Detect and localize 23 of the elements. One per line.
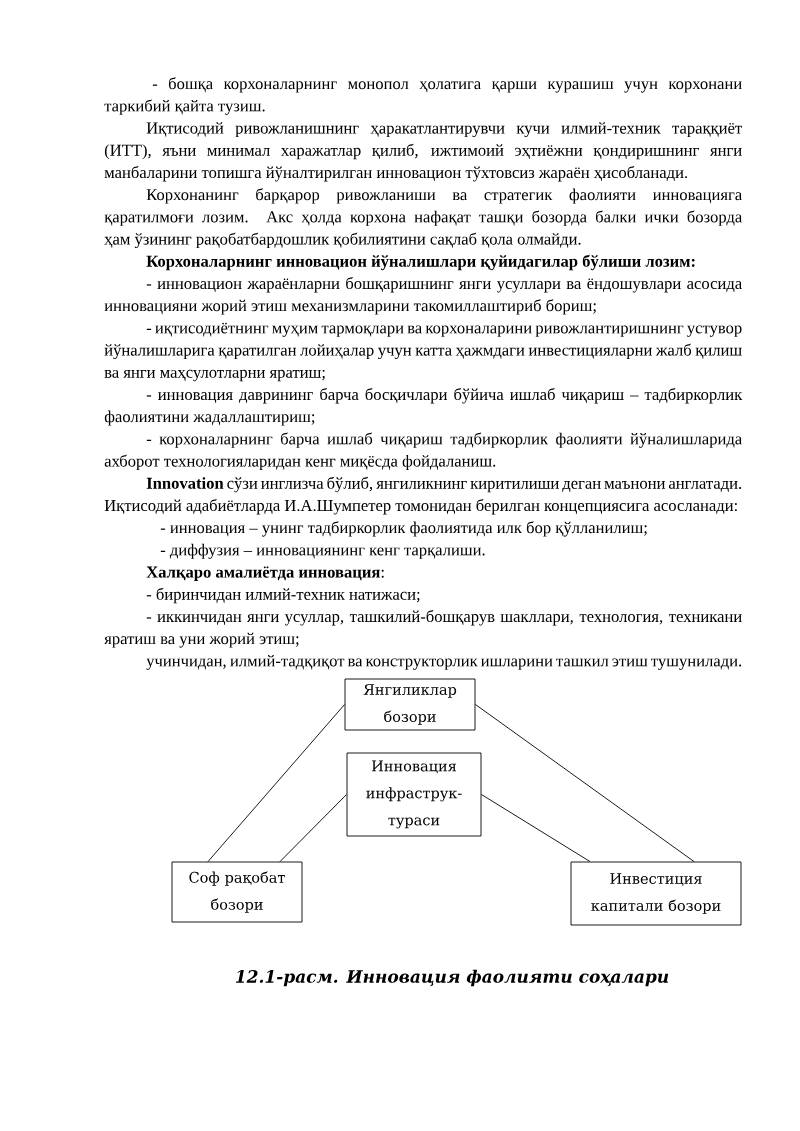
figure-caption: 12.1-расм. Инновация фаолияти соҳалари xyxy=(235,969,669,987)
market-box: Соф рақобат бозори xyxy=(171,861,303,923)
paragraph: - инновация даврининг барча босқичлари бўйича ишлаб чиқариш – тадбиркорлик фаолиятини жадаллаштириш; xyxy=(104,388,743,426)
list-item: - бошқа корхоналарнинг монопол ҳолатига қарши курашиш учун корхонани таркибий қайта тузиш. xyxy=(104,77,742,115)
market-box: Инвестиция капитали бозори xyxy=(570,861,742,926)
connector-line xyxy=(481,794,591,862)
paragraph: - иккинчидан янги усуллар, ташкилий-бошқарув шакллари, технология, техникани яратиш ва уни жорий этиш; xyxy=(104,610,742,648)
list-item: - инновация – унинг тадбиркорлик фаолиятида илк бор қўлланилиш; xyxy=(160,521,647,537)
paragraph: Иқтисодий ривожланишнинг ҳаракатлантирувчи кучи илмий-техник тараққиёт (ИТТ), яъни минимал харажатлар қилиб, ижтимоий эҳтиёжни қондиришнинг янги манбаларини топишга йўналтирилган инновацион тўхтовсиз жараён ҳисобланади. xyxy=(104,122,742,182)
list-item: - биринчидан илмий-техник натижаси; xyxy=(146,587,420,604)
connector-line xyxy=(475,704,695,862)
paragraph: Innovation сўзи инглизча бўлиб, янгиликнинг киритилиши деган маънони англатади. Иқтисодий адабиётларда И.А.Шумпетер томонидан берилган концепциясига асосланади: xyxy=(104,476,742,515)
connector-line xyxy=(279,794,347,862)
paragraph: - иқтисодиётнинг муҳим тармоқлари ва корхоналарини ривожлантиришнинг устувор йўналишларига қаратилган лойиҳалар учун катта ҳажмдаги инвестицияларни жалб қилиш ва янги маҳсулотларни яратиш; xyxy=(104,322,742,382)
list-item: Халқаро амалиётда инновация: xyxy=(146,566,384,581)
paragraph: Корхонанинг барқарор ривожланиши ва стратегик фаолияти инновацияга қаратилмоғи лозим. Акс ҳолда корхона нафақат ташқи бозорда балки ички бозорда ҳам ўзининг рақобатбардошлик қобилиятини сақлаб қола олмайди. xyxy=(104,188,742,249)
market-box: Янгиликлар бозори xyxy=(344,678,476,731)
paragraph: - корхоналарнинг барча ишлаб чиқариш тадбиркорлик фаолияти йўналишларида ахборот технологияларидан кенг миқёсда фойдаланиш. xyxy=(104,432,742,470)
list-item: - диффузия – инновациянинг кенг тарқалиши. xyxy=(160,543,485,559)
connector-line xyxy=(207,704,345,862)
paragraph: - инновацион жараёнларни бошқаришнинг янги усуллари ва ёндошувлари асосида инновацияни жорий этиш механизмларини такомиллаштириб бориш; xyxy=(104,277,742,315)
heading: Корхоналарнинг инновацион йўналишлари қуйидагилар бўлиши лозим: xyxy=(146,254,695,271)
market-box: Инновация инфраструк-тураси xyxy=(346,752,482,837)
